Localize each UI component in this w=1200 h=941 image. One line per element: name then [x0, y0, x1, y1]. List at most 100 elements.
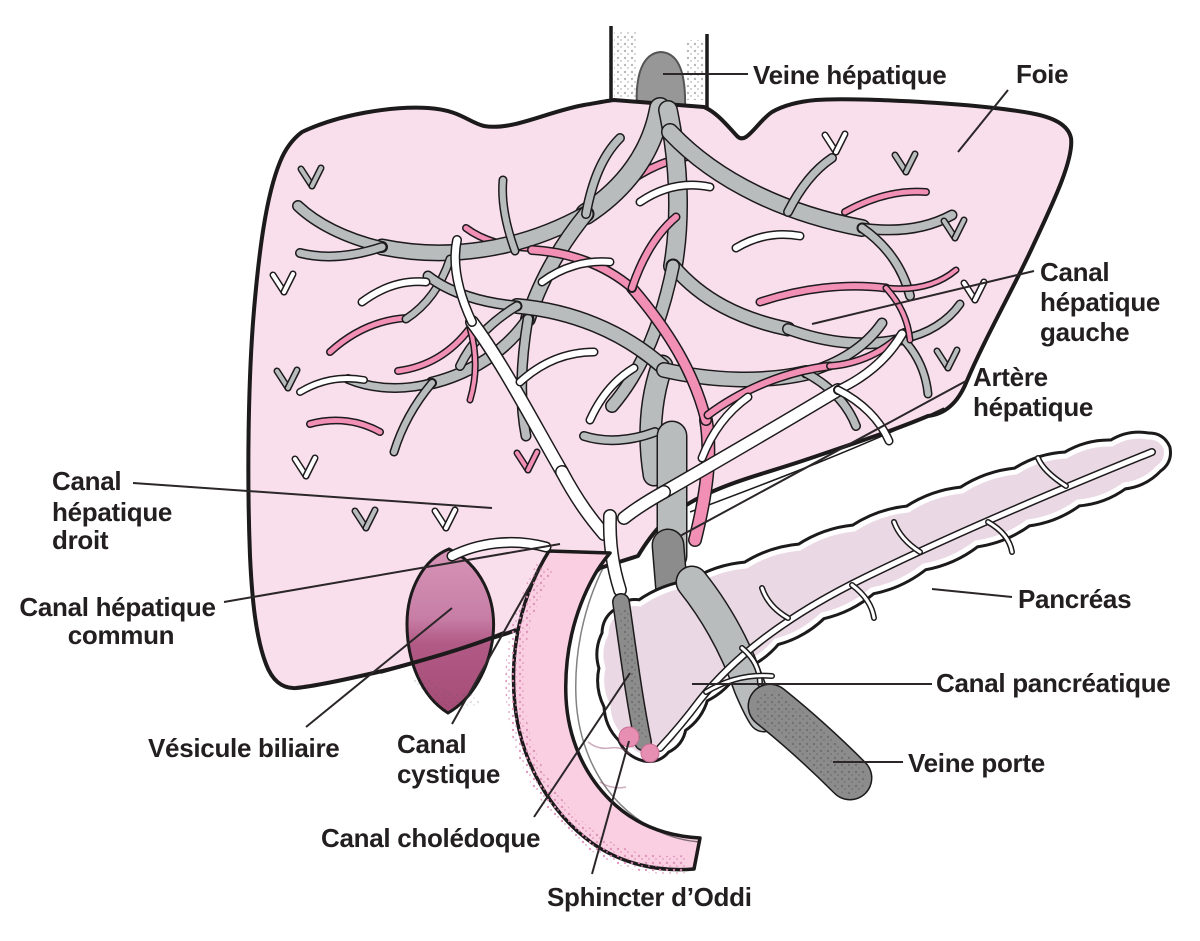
- label-veine-porte: Veine porte: [908, 748, 1045, 778]
- leader-sphincter-oddi: [591, 740, 630, 875]
- labels: Veine hépatique Foie Canal hépatique gau…: [19, 59, 1170, 912]
- leader-vesicule-biliaire: [305, 607, 453, 728]
- vessel-path: [327, 315, 409, 355]
- label-canal-cystique: Canal cystique: [397, 729, 500, 789]
- vessel-path: [618, 486, 670, 524]
- vessel-path: [364, 508, 377, 530]
- vessel-path: [296, 243, 386, 260]
- liver-margin-over-gallbladder: [379, 631, 505, 674]
- leader-canal-choledoque: [533, 672, 631, 818]
- hepatic-vein-ivc: [609, 26, 709, 110]
- leader-artere-hepatique: [679, 380, 967, 537]
- vessel-path: [310, 166, 323, 188]
- vessel-path: [444, 508, 457, 530]
- vessel-path: [850, 583, 876, 620]
- leader-lines: [132, 73, 1035, 875]
- ampulla-sphincter-upper: [618, 726, 640, 748]
- vessel-path: [657, 449, 1155, 751]
- vessel-path: [539, 258, 613, 285]
- duodenum: [505, 549, 702, 874]
- vessel-path: [629, 214, 679, 291]
- vessel-path: [834, 330, 906, 394]
- liver-posterior-edge-line: [689, 407, 945, 513]
- vessel-path: [286, 368, 299, 390]
- leader-foie: [957, 89, 1009, 153]
- vessel-path: [884, 268, 958, 291]
- vessel-path: [282, 272, 295, 294]
- vessel-path: [580, 428, 659, 444]
- vessel-path: [307, 418, 383, 435]
- vessel-path: [466, 316, 568, 478]
- leader-canal-hepatique-gauche: [811, 270, 1035, 325]
- vessel-path: [884, 286, 912, 342]
- vessel-path: [451, 236, 476, 326]
- label-canal-hepatique-gauche: Canal hépatique gauche: [1040, 257, 1167, 347]
- hepatic-vein-dome: [635, 50, 687, 109]
- vessel-path: [760, 586, 790, 620]
- vessel-path: [900, 336, 931, 397]
- ivc-stipple-left: [614, 32, 636, 98]
- vessel-path: [658, 384, 844, 498]
- vessel-path: [662, 124, 870, 236]
- choledoque-stipple: [618, 607, 647, 739]
- vessel-path: [835, 387, 892, 444]
- leader-pancreas: [931, 588, 1013, 598]
- label-foie: Foie: [1016, 59, 1068, 89]
- vessel-path: [1036, 456, 1068, 488]
- label-artere-hepatique: Artère hépatique: [973, 362, 1093, 422]
- ivc-stipple-right: [686, 40, 704, 100]
- vessel-path: [499, 177, 518, 254]
- vessel-path: [667, 260, 794, 335]
- vessel-path: [704, 674, 774, 694]
- label-canal-pancreatique: Canal pancréatique: [936, 668, 1170, 698]
- vessel-path: [892, 520, 922, 554]
- label-sphincter-oddi: Sphincter d’Oddi: [547, 882, 752, 912]
- vessel-path: [448, 538, 550, 560]
- vessel-path: [391, 380, 435, 455]
- vessel-path: [627, 283, 711, 425]
- vessel-path: [403, 256, 453, 322]
- vessel-path: [757, 283, 889, 305]
- vessel-path: [395, 325, 473, 374]
- vessel-tree: [269, 97, 988, 611]
- vessel-path: [304, 456, 317, 478]
- vessel-path: [582, 134, 624, 218]
- vessel-path: [637, 182, 713, 205]
- vessel-path: [904, 152, 917, 174]
- vessel-path: [946, 348, 959, 370]
- vessel-path: [606, 260, 679, 412]
- duodenum-stipple-band: [505, 562, 688, 874]
- vessel-path: [526, 450, 539, 472]
- vessel-path: [784, 154, 836, 216]
- vessel-path: [510, 299, 669, 373]
- duodenum-inner-wall: [574, 565, 701, 843]
- gallbladder: [379, 547, 505, 715]
- label-veine-hepatique: Veine hépatique: [753, 60, 946, 90]
- vessel-path: [359, 278, 429, 305]
- vessel-path: [576, 98, 670, 224]
- label-pancreas: Pancréas: [1018, 584, 1131, 614]
- vessel-path: [468, 326, 478, 402]
- vessel-path: [640, 356, 672, 485]
- vessel-path: [973, 280, 986, 302]
- vessel-path: [953, 218, 966, 240]
- vessel-path: [986, 520, 1014, 554]
- vessel-path: [699, 394, 751, 461]
- gallbladder-body: [405, 547, 496, 715]
- vessel-path: [375, 207, 593, 260]
- vessel-path: [705, 363, 833, 418]
- ampulla-sphincter-lower: [640, 743, 660, 763]
- vessel-path: [424, 272, 521, 310]
- label-canal-hepatique-commun: Canal hépatique commun: [19, 592, 222, 650]
- vessel-path: [740, 646, 762, 686]
- leader-canal-hepatique-commun: [223, 543, 561, 603]
- vessel-path: [587, 365, 637, 423]
- leader-canal-hepatique-droit: [132, 482, 493, 509]
- vessel-path: [604, 510, 626, 596]
- vessel-path: [834, 132, 847, 154]
- duodenum-plicae: [587, 741, 631, 789]
- vessel-path: [556, 466, 610, 540]
- label-vesicule-biliaire: Vésicule biliaire: [148, 733, 339, 763]
